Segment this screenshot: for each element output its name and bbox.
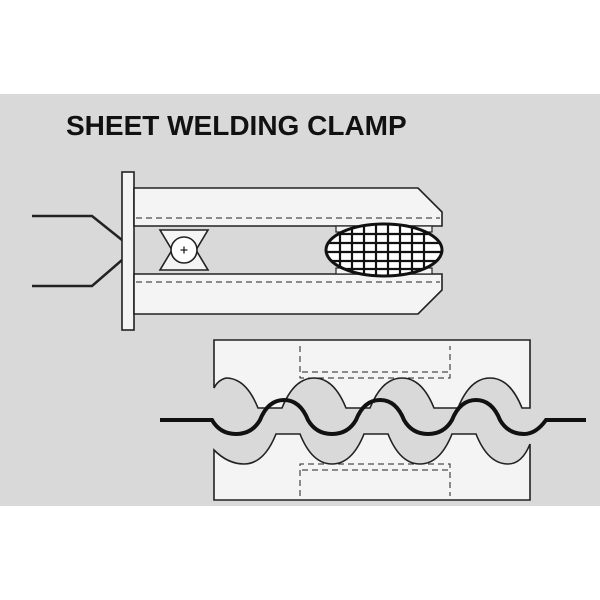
corrugated-sheet (160, 397, 586, 437)
pivot-hinge-icon (158, 229, 210, 271)
diagram-title: SHEET WELDING CLAMP (66, 110, 407, 141)
lower-jaw-block (213, 433, 531, 501)
air-bellows-icon (324, 222, 444, 278)
lower-clamp-arm (133, 273, 443, 315)
upper-clamp-arm (133, 187, 443, 227)
upper-jaw-block (213, 339, 531, 409)
mounting-plate (121, 171, 135, 331)
air-supply-lines (32, 214, 134, 288)
